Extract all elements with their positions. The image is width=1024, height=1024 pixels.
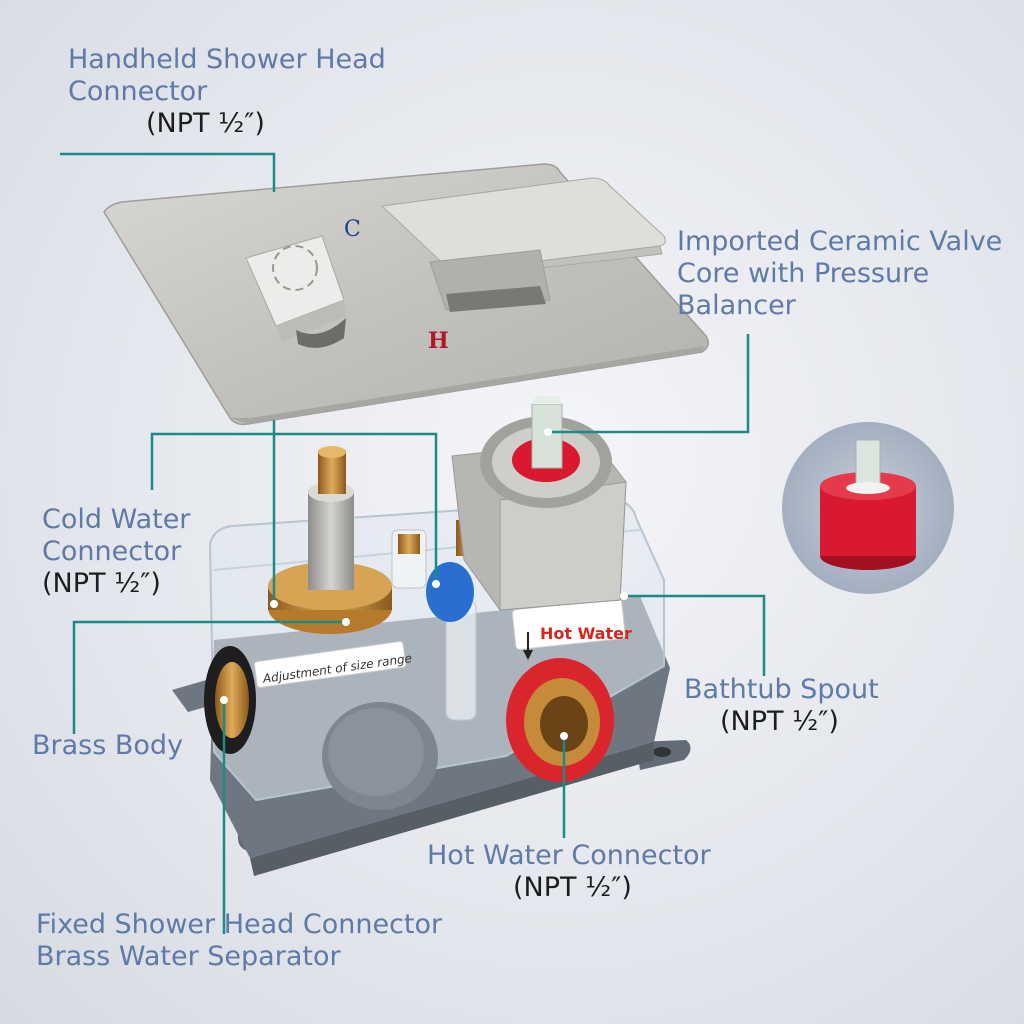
label-fixed-line2: Brass Water Separator <box>36 941 341 972</box>
label-hot-spec: (NPT ½″) <box>513 872 632 903</box>
label-cold-spec: (NPT ½″) <box>42 568 161 599</box>
label-hot-water-connector: Hot Water Connector (NPT ½″) <box>427 840 711 904</box>
label-hot-title: Hot Water Connector <box>427 840 711 871</box>
label-fixed-shower-connector: Fixed Shower Head Connector Brass Water … <box>36 909 442 973</box>
label-handheld-spec: (NPT ½″) <box>146 108 265 139</box>
hot-water-sticker: Hot Water <box>540 624 632 643</box>
leader-cold <box>150 432 438 584</box>
leader-bathtub <box>624 594 766 676</box>
leader-ceramic <box>548 334 750 434</box>
label-ceramic-valve-core: Imported Ceramic Valve Core with Pressur… <box>677 226 1002 322</box>
trim-plate <box>103 163 709 426</box>
label-handheld-line1: Handheld Shower Head <box>68 44 386 75</box>
lever-handle <box>380 177 666 312</box>
label-fixed-line1: Fixed Shower Head Connector <box>36 909 443 940</box>
label-cold-line2: Connector <box>42 536 182 567</box>
leader-handheld <box>60 152 276 192</box>
label-brass-body: Brass Body <box>32 730 184 761</box>
cold-marking: C <box>344 217 361 242</box>
diverter-knob <box>245 235 346 348</box>
label-bathtub-spec: (NPT ½″) <box>720 706 839 737</box>
label-ceramic-line2: Core with Pressure <box>677 258 930 289</box>
label-ceramic-line3: Balancer <box>677 290 796 321</box>
leader-brass <box>72 620 346 734</box>
rough-in-valve-box <box>172 396 691 876</box>
label-handheld-line2: Connector <box>68 76 208 107</box>
label-handheld-connector: Handheld Shower Head Connector (NPT ½″) <box>68 44 386 140</box>
label-cold-water-connector: Cold Water Connector (NPT ½″) <box>42 504 190 600</box>
leader-lines <box>60 152 766 934</box>
label-ceramic-line1: Imported Ceramic Valve <box>677 226 1003 257</box>
cartridge-inset <box>782 422 954 594</box>
hot-water-port <box>506 658 614 782</box>
label-bathtub-title: Bathtub Spout <box>684 674 879 705</box>
label-bathtub-spout: Bathtub Spout (NPT ½″) <box>684 674 879 738</box>
hot-marking: H <box>428 328 449 354</box>
label-cold-line1: Cold Water <box>42 504 191 535</box>
